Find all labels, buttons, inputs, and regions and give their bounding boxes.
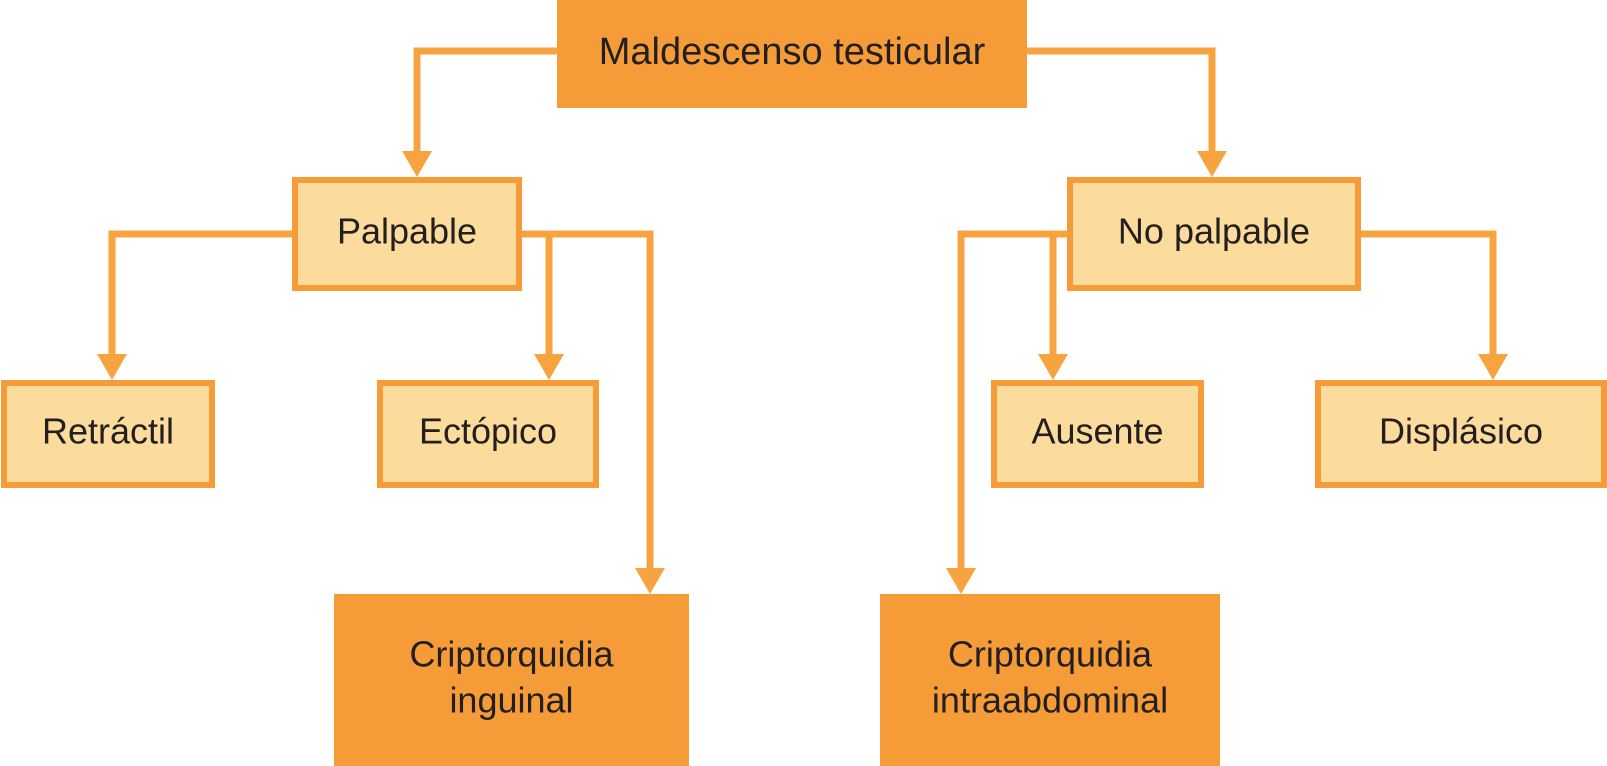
node-label: No palpable [1118, 211, 1310, 252]
node-box[interactable] [292, 177, 522, 291]
connector-no-palpable-to-displasico [1361, 230, 1508, 380]
node-label: inguinal [449, 680, 573, 721]
connector-line [1049, 230, 1067, 367]
connector-line [1361, 230, 1497, 367]
node-box[interactable] [991, 380, 1204, 488]
node-box[interactable] [1, 380, 215, 488]
connector-root-to-no-palpable [1027, 47, 1227, 177]
node-box[interactable] [377, 380, 599, 488]
node-ausente[interactable]: Ausente [991, 380, 1204, 488]
node-box[interactable] [1315, 380, 1607, 488]
node-label: Palpable [337, 211, 477, 252]
arrowhead-icon [97, 354, 127, 380]
connector-line [108, 230, 292, 367]
node-label: Criptorquidia [409, 633, 614, 674]
node-box[interactable] [557, 0, 1027, 108]
node-cripto-intraabdominal[interactable]: Criptorquidia intraabdominal [880, 594, 1220, 766]
node-no-palpable[interactable]: No palpable [1067, 177, 1361, 291]
arrowhead-icon [1197, 151, 1227, 177]
connector-palpable-to-cripto-inguinal [522, 230, 665, 594]
node-label: Ausente [1031, 411, 1163, 452]
node-label: Retráctil [42, 411, 174, 452]
node-cripto-inguinal[interactable]: Criptorquidia inguinal [334, 594, 689, 766]
connector-no-palpable-to-ausente [1038, 230, 1068, 380]
node-label: intraabdominal [932, 680, 1168, 721]
connector-line [522, 230, 654, 581]
arrowhead-icon [1478, 354, 1508, 380]
node-box[interactable] [880, 594, 1220, 766]
node-label: Criptorquidia [948, 633, 1153, 674]
connector-palpable-to-ectopico [522, 230, 564, 380]
node-box[interactable] [1067, 177, 1361, 291]
node-displasico[interactable]: Displásico [1315, 380, 1607, 488]
node-retractil[interactable]: Retráctil [1, 380, 215, 488]
connector-line [413, 47, 557, 164]
connector-line [522, 230, 553, 367]
arrowhead-icon [1038, 354, 1068, 380]
node-label: Displásico [1379, 411, 1543, 452]
connectors-layer [97, 47, 1508, 594]
node-label: Ectópico [419, 411, 557, 452]
node-palpable[interactable]: Palpable [292, 177, 522, 291]
node-root[interactable]: Maldescenso testicular [557, 0, 1027, 108]
connector-no-palpable-to-cripto-intraabdominal [946, 230, 1067, 594]
connector-root-to-palpable [402, 47, 557, 177]
node-box[interactable] [334, 594, 689, 766]
arrowhead-icon [402, 151, 432, 177]
arrowhead-icon [946, 568, 976, 594]
node-ectopico[interactable]: Ectópico [377, 380, 599, 488]
arrowhead-icon [635, 568, 665, 594]
arrowhead-icon [534, 354, 564, 380]
connector-palpable-to-retractil [97, 230, 292, 380]
connector-line [1027, 47, 1216, 164]
connector-line [957, 230, 1067, 581]
node-label: Maldescenso testicular [599, 31, 986, 73]
